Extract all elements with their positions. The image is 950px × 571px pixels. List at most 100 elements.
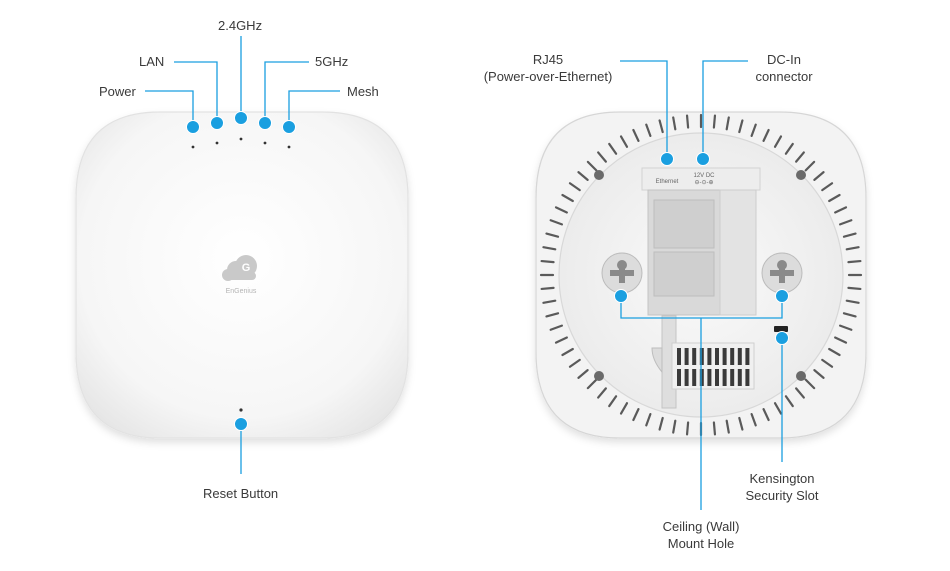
- vent-slot: [712, 114, 717, 129]
- power-callout-dot: [186, 120, 200, 134]
- grill-slot: [715, 369, 719, 386]
- kensington-label-line2: Security Slot: [745, 488, 819, 503]
- vent-slot: [813, 369, 825, 379]
- vent-slot: [750, 412, 757, 427]
- rj45-label: RJ45 (Power-over-Ethernet): [478, 51, 618, 85]
- callout-lines: [145, 36, 783, 510]
- vent-slot: [685, 421, 690, 436]
- grill-slot: [722, 348, 727, 365]
- grill-slot: [684, 369, 689, 386]
- lan-label: LAN: [139, 54, 165, 69]
- vent-slot: [813, 171, 825, 181]
- rj45-label-line2: (Power-over-Ethernet): [483, 69, 613, 84]
- grill-slot: [677, 348, 681, 365]
- grill-slot: [715, 348, 719, 365]
- vent-slot: [561, 193, 574, 203]
- vent-slot: [821, 358, 834, 368]
- vent-slot: [619, 135, 629, 148]
- vent-slot: [762, 128, 770, 142]
- vent-slot: [773, 135, 783, 148]
- vent-slot: [542, 246, 557, 251]
- grill-slot: [730, 369, 735, 386]
- dcin-label-line1: DC-In: [767, 52, 801, 67]
- vent-slot: [784, 142, 794, 155]
- vent-slot: [545, 232, 560, 238]
- vent-slot: [645, 412, 652, 427]
- back-device: Ethernet 12V DC ⊖-⊙-⊕: [535, 111, 867, 439]
- vent-slot: [645, 123, 652, 138]
- vent-slot: [828, 347, 841, 357]
- grill-slot: [745, 369, 750, 386]
- vent-slot: [750, 123, 757, 138]
- vent-slot: [545, 312, 560, 318]
- vent-slot: [838, 219, 853, 226]
- mount-label-line2: Mount Hole: [667, 536, 735, 551]
- vent-slot: [725, 116, 730, 131]
- kensington-label: Kensington Security Slot: [730, 470, 834, 504]
- ghz24-label: 2.4GHz: [218, 18, 263, 33]
- mount-hole-left: [601, 252, 643, 294]
- front-device: G EnGenius: [75, 111, 409, 439]
- ghz5-label: 5GHz: [315, 54, 349, 69]
- rj45-callout-dot: [660, 152, 674, 166]
- vent-slot: [845, 246, 860, 251]
- grill-slot: [684, 348, 689, 365]
- vent-slot: [561, 347, 574, 357]
- grill-slot: [707, 348, 712, 365]
- vent-slot: [845, 299, 860, 304]
- vent-slot: [568, 358, 581, 368]
- dcin-label-line2: connector: [755, 69, 813, 84]
- ghz24-callout-dot: [234, 111, 248, 125]
- vent-slot: [834, 206, 848, 214]
- vent-slot: [725, 419, 730, 434]
- svg-text:⊖-⊙-⊕: ⊖-⊙-⊕: [694, 180, 713, 186]
- grill-slot: [722, 369, 727, 386]
- svg-text:12V DC: 12V DC: [693, 173, 715, 179]
- mount-hole-label: Ceiling (Wall) Mount Hole: [649, 518, 753, 552]
- vent-slot: [608, 142, 618, 155]
- vent-slot: [549, 219, 564, 226]
- grill-slot: [692, 369, 697, 386]
- vent-slot: [804, 378, 816, 390]
- dcin-label: DC-In connector: [744, 51, 824, 85]
- mount-left-callout-dot: [614, 289, 628, 303]
- mount-right-callout-dot: [775, 289, 789, 303]
- vent-slot: [619, 402, 629, 415]
- vent-slot: [554, 206, 568, 214]
- screw-icon: [796, 371, 806, 381]
- svg-text:G: G: [242, 262, 251, 274]
- reset-callout-dot: [234, 417, 248, 431]
- lan-led: [215, 141, 219, 145]
- vent-slot: [597, 151, 607, 163]
- reset-pinhole: [239, 408, 243, 412]
- vent-slot: [784, 395, 794, 408]
- screw-icon: [594, 170, 604, 180]
- vent-slot: [773, 402, 783, 415]
- vent-slot: [568, 182, 581, 192]
- mesh-label: Mesh: [347, 84, 379, 99]
- vent-slot: [834, 336, 848, 344]
- vent-slot: [597, 387, 607, 399]
- engenius-logo: G EnGenius: [222, 255, 257, 295]
- vent-slot: [586, 160, 598, 172]
- grill-slot: [692, 348, 697, 365]
- mount-hole-right: [761, 252, 803, 294]
- ghz24-led: [239, 137, 243, 141]
- vent-slot: [795, 387, 805, 399]
- vent-slot: [577, 369, 589, 379]
- vent-slot: [542, 299, 557, 304]
- dcin-callout-dot: [696, 152, 710, 166]
- ghz5-led: [263, 141, 267, 145]
- vent-slot: [842, 232, 857, 238]
- vent-slot: [828, 193, 841, 203]
- vent-slot: [838, 324, 853, 331]
- screw-icon: [594, 371, 604, 381]
- kensington-label-line1: Kensington: [749, 471, 815, 486]
- vent-slot: [738, 119, 744, 134]
- vent-slot: [795, 151, 805, 163]
- vent-slot: [658, 416, 664, 431]
- grill-slot: [699, 369, 704, 386]
- vent-slot: [712, 421, 717, 436]
- grill-slots: [671, 342, 755, 390]
- reset-label: Reset Button: [203, 486, 279, 501]
